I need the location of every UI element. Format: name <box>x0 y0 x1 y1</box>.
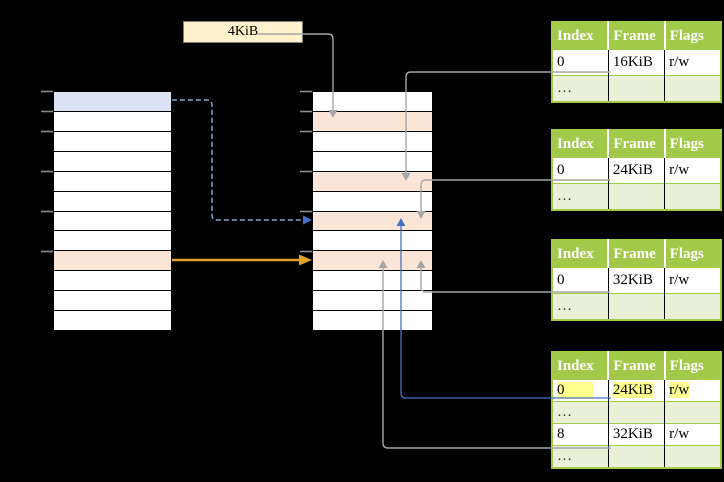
page-table-level2-row-1: … <box>552 401 721 424</box>
physical-memory-row-9 <box>313 271 432 292</box>
page-size-label-box: 4KiB <box>183 21 303 43</box>
table-cell <box>608 445 666 468</box>
virtual-memory-row-7 <box>54 231 171 252</box>
page-table-24kib-row-1: … <box>552 183 721 210</box>
table-cell: r/w <box>664 157 721 184</box>
virtual-memory-row-10 <box>54 291 171 312</box>
table-cell: 24KiB <box>608 379 666 402</box>
table-cell <box>608 293 666 320</box>
table-cell: 24KiB <box>608 157 666 184</box>
virtual-memory-row-4 <box>54 171 171 192</box>
connector-virtual-page-dashed <box>172 99 303 221</box>
table-cell <box>664 445 721 468</box>
page-table-24kib-header-index: Index <box>552 130 610 158</box>
physical-memory-row-0 <box>313 92 432 112</box>
virtual-memory-row-6 <box>54 211 171 232</box>
page-table-16kib-row-1: … <box>552 75 721 102</box>
table-cell: 0 <box>552 157 609 184</box>
table-cell: … <box>552 293 609 320</box>
arrowhead-right-icon <box>303 215 312 225</box>
physical-memory-row-1-highlighted <box>313 111 432 132</box>
virtual-memory-row-2 <box>54 131 171 152</box>
table-cell: 32KiB <box>608 267 666 294</box>
physical-memory-row-6-highlighted <box>313 211 432 232</box>
page-table-16kib-header-frame: Frame <box>608 22 666 50</box>
page-table-32kib-header-index: Index <box>552 240 610 268</box>
virtual-memory-column <box>53 91 172 331</box>
page-table-level2-header-frame: Frame <box>608 352 666 380</box>
table-cell: 0 <box>552 267 609 294</box>
physical-memory-row-2 <box>313 131 432 152</box>
physical-memory-row-11 <box>313 311 432 331</box>
table-cell: … <box>552 183 609 210</box>
page-table-24kib-header-frame: Frame <box>608 130 666 158</box>
table-cell: r/w <box>664 423 721 446</box>
physical-memory-row-3 <box>313 151 432 172</box>
table-cell <box>608 401 666 424</box>
virtual-memory-row-1 <box>54 111 171 132</box>
table-cell <box>664 183 721 210</box>
page-table-32kib-row-1: … <box>552 293 721 320</box>
virtual-memory-row-0-highlighted <box>54 92 171 112</box>
physical-memory-row-4-highlighted <box>313 171 432 192</box>
physical-memory-row-8-highlighted <box>313 251 432 272</box>
page-table-level2-header-flags: Flags <box>664 352 721 380</box>
table-cell: r/w <box>664 267 721 294</box>
table-cell <box>664 293 721 320</box>
page-table-level2-header-index: Index <box>552 352 610 380</box>
table-cell <box>664 75 721 102</box>
page-table-24kib-header-flags: Flags <box>664 130 721 158</box>
page-table-32kib-header-frame: Frame <box>608 240 666 268</box>
table-cell: … <box>552 401 609 424</box>
table-cell: 0 <box>552 379 609 402</box>
table-cell <box>608 75 666 102</box>
physical-memory-row-5 <box>313 191 432 212</box>
physical-memory-row-7 <box>313 231 432 252</box>
table-cell <box>608 183 666 210</box>
arrowhead-right-icon <box>299 254 312 266</box>
virtual-memory-row-8-highlighted <box>54 251 171 272</box>
table-cell: 0 <box>552 49 609 76</box>
table-cell: 32KiB <box>608 423 666 446</box>
table-cell: … <box>552 445 609 468</box>
virtual-memory-row-5 <box>54 191 171 212</box>
virtual-memory-row-9 <box>54 271 171 292</box>
table-cell: r/w <box>664 379 721 402</box>
page-table-level2-row-0-highlighted: 0 24KiB r/w <box>552 379 721 402</box>
highlighted-value: 0 <box>557 382 593 399</box>
table-cell: r/w <box>664 49 721 76</box>
page-table-16kib-header-index: Index <box>552 22 610 50</box>
table-cell: 8 <box>552 423 609 446</box>
table-cell: 16KiB <box>608 49 666 76</box>
physical-memory-row-10 <box>313 291 432 312</box>
virtual-memory-row-11 <box>54 311 171 331</box>
physical-memory-column <box>312 91 433 331</box>
page-table-16kib-header-flags: Flags <box>664 22 721 50</box>
highlighted-value: 24KiB <box>612 382 653 398</box>
virtual-memory-row-3 <box>54 151 171 172</box>
page-table-level2-row-3: … <box>552 445 721 468</box>
table-cell <box>664 401 721 424</box>
page-table-32kib-header-flags: Flags <box>664 240 721 268</box>
table-cell: … <box>552 75 609 102</box>
highlighted-value: r/w <box>669 382 690 398</box>
